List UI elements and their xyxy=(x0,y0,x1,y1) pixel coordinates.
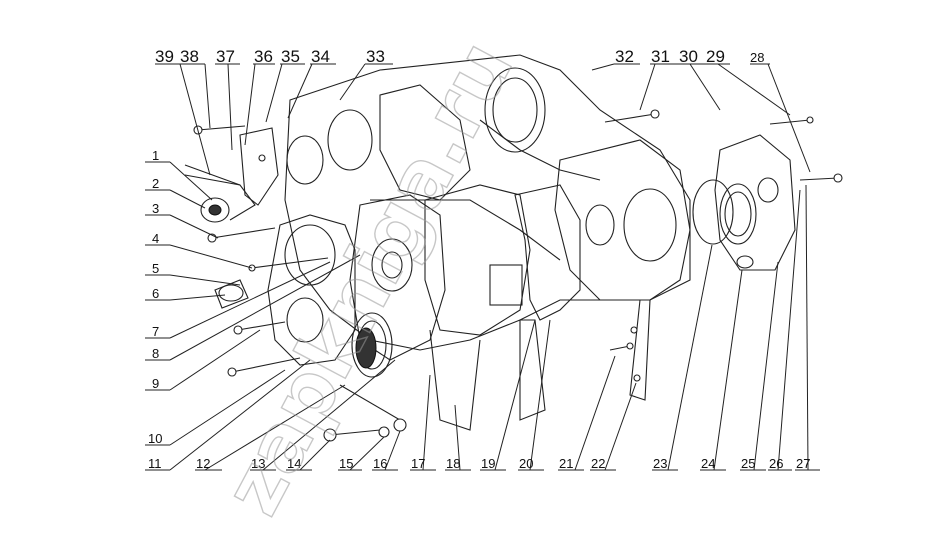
flange-cover xyxy=(714,134,796,271)
callout-32: 32 xyxy=(615,47,634,66)
middle-cover xyxy=(349,194,446,361)
callout-11: 11 xyxy=(148,456,162,471)
gear-housing-block xyxy=(424,184,531,431)
callout-9: 9 xyxy=(152,376,159,391)
callout-8: 8 xyxy=(152,346,159,361)
callout-31: 31 xyxy=(651,47,670,66)
callout-24: 24 xyxy=(701,456,715,471)
parts-drawing xyxy=(184,54,843,442)
seal-rings xyxy=(692,179,757,245)
callout-26: 26 xyxy=(769,456,783,471)
callout-13: 13 xyxy=(251,456,265,471)
callout-16: 16 xyxy=(373,456,387,471)
callout-36: 36 xyxy=(254,47,273,66)
bracket xyxy=(239,127,279,206)
callout-23: 23 xyxy=(653,456,667,471)
callout-29: 29 xyxy=(706,47,725,66)
callout-6: 6 xyxy=(152,286,159,301)
gasket-plate xyxy=(514,184,651,421)
callout-22: 22 xyxy=(591,456,605,471)
callout-5: 5 xyxy=(152,261,159,276)
crank-seal xyxy=(351,312,393,378)
callout-39: 39 xyxy=(155,47,174,66)
rear-cover-plate xyxy=(554,139,691,301)
callout-38: 38 xyxy=(180,47,199,66)
callout-3: 3 xyxy=(152,201,159,216)
tensioner-pulley xyxy=(184,174,256,223)
callout-30: 30 xyxy=(679,47,698,66)
callout-37: 37 xyxy=(216,47,235,66)
callout-18: 18 xyxy=(446,456,460,471)
callout-21: 21 xyxy=(559,456,573,471)
leader-lines xyxy=(145,63,820,471)
callout-27: 27 xyxy=(796,456,810,471)
callout-25: 25 xyxy=(741,456,755,471)
callout-4: 4 xyxy=(152,231,159,246)
callout-19: 19 xyxy=(481,456,495,471)
front-cover xyxy=(267,214,356,366)
callout-28: 28 xyxy=(750,50,764,65)
callout-7: 7 xyxy=(152,324,159,339)
callout-2: 2 xyxy=(152,176,159,191)
callout-1: 1 xyxy=(152,148,159,163)
callout-34: 34 xyxy=(311,47,330,66)
callout-labels: 39 38 37 36 35 34 33 32 31 30 29 28 1 2 … xyxy=(148,47,810,471)
watermark: zapkniga.ru xyxy=(207,27,531,528)
callout-20: 20 xyxy=(519,456,533,471)
callout-12: 12 xyxy=(196,456,210,471)
callout-14: 14 xyxy=(287,456,301,471)
callout-17: 17 xyxy=(411,456,425,471)
callout-10: 10 xyxy=(148,431,162,446)
callout-35: 35 xyxy=(281,47,300,66)
callout-15: 15 xyxy=(339,456,353,471)
bolts xyxy=(184,113,839,436)
callout-33: 33 xyxy=(366,47,385,66)
